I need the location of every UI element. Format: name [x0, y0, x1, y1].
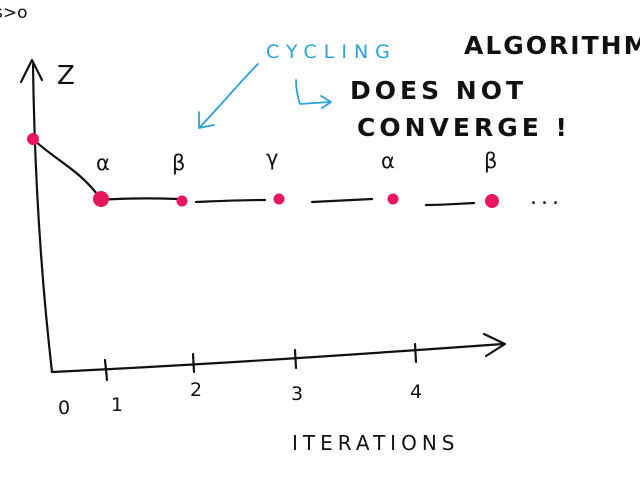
cycling-connector-arrowhead [320, 95, 332, 109]
x-axis-label: ITERATIONS [292, 431, 459, 455]
tick-label-0: 0 [58, 397, 70, 419]
descent-segment [31, 137, 102, 200]
headline-line-2: DOES NOT [350, 76, 527, 105]
point-label-beta-1: β [172, 151, 185, 175]
cycling-label: CYCLING [266, 41, 397, 63]
point-label-gamma: γ [266, 146, 278, 170]
x-tick-4 [413, 342, 418, 364]
tick-label-3: 3 [291, 383, 303, 405]
cycling-arrowhead [198, 111, 215, 129]
point-label-alpha-1: α [96, 151, 110, 175]
flat-segment-2 [194, 198, 267, 204]
tick-label-1: 1 [111, 394, 123, 416]
point-alpha-2 [387, 193, 399, 205]
x-tick-1 [103, 358, 109, 382]
headline-line-1: ALGORITHM [464, 31, 640, 60]
point-gamma [273, 193, 285, 205]
x-axis [50, 342, 505, 374]
y-axis [31, 62, 54, 374]
point-label-alpha-2: α [381, 149, 395, 173]
cycling-connector [295, 79, 331, 105]
x-axis-arrowhead [482, 332, 507, 358]
flat-segment-1 [98, 197, 180, 202]
y-axis-label: Z [57, 61, 75, 91]
corner-text: s>o [0, 3, 28, 23]
tick-label-4: 4 [410, 381, 422, 403]
tick-label-2: 2 [190, 379, 202, 401]
ellipsis: ... [530, 185, 563, 210]
point-start [27, 133, 39, 145]
flat-segment-3 [310, 197, 374, 204]
x-tick-2 [191, 352, 196, 374]
y-axis-arrowhead [19, 58, 44, 84]
point-label-beta-2: β [484, 149, 497, 173]
point-beta-1 [176, 195, 188, 207]
flat-segment-4 [424, 201, 476, 207]
x-tick-3 [293, 348, 298, 370]
point-alpha-1 [93, 191, 109, 207]
headline-line-3: CONVERGE ! [357, 113, 571, 142]
cycling-arrow [199, 63, 259, 128]
point-beta-2 [485, 194, 499, 208]
